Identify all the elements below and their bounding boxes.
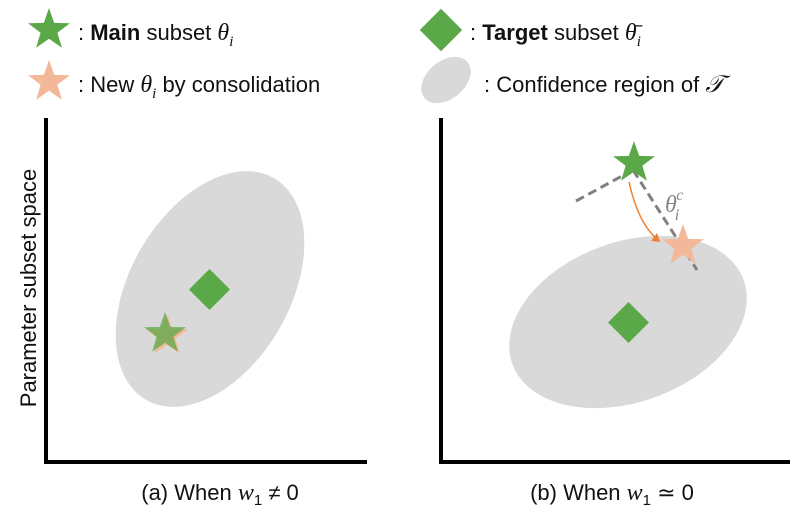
dashed-line-1	[575, 168, 634, 203]
y-axis-label: Parameter subset space	[16, 169, 41, 407]
angle-label: θic	[665, 187, 683, 224]
new-star-legend-icon	[28, 60, 70, 100]
target-diamond-b	[607, 301, 650, 344]
target-diamond-legend-icon	[419, 8, 463, 52]
legend-new-label: : New θi by consolidation	[78, 72, 320, 102]
legend-target-label: : Target subset θ̄i	[470, 20, 643, 50]
panel-a-caption: (a) When w1 ≠ 0	[141, 480, 299, 509]
panel-a: (a) When w1 ≠ 0	[44, 118, 367, 509]
target-diamond-a	[188, 268, 231, 311]
consolidation-arc	[628, 181, 657, 239]
panel-b-caption: (b) When w1 ≃ 0	[530, 480, 694, 509]
legend-confidence-label: : Confidence region of 𝒯	[484, 72, 731, 98]
panel-b: θic (b) When w1 ≃ 0	[439, 118, 790, 509]
legend-main-label: : Main subset θi	[78, 20, 233, 50]
main-star-b	[613, 141, 655, 181]
main-star-legend-icon	[28, 8, 70, 48]
arc-arrowhead	[651, 233, 660, 242]
legend: : Main subset θi : New θi by consolidati…	[28, 8, 731, 104]
confidence-region-legend-icon	[421, 56, 471, 104]
